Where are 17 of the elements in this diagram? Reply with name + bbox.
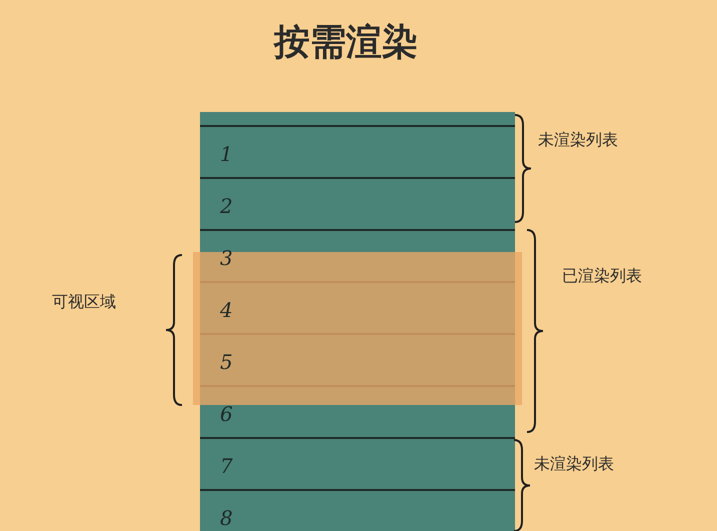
row-number: 3	[220, 245, 233, 272]
row-number: 7	[220, 453, 233, 480]
row-number: 4	[220, 297, 233, 324]
row-number: 6	[220, 401, 233, 428]
bracket-label: 已渲染列表	[562, 265, 642, 287]
list-row	[200, 489, 515, 531]
list-row	[200, 177, 515, 229]
list-row	[200, 437, 515, 489]
row-number: 5	[220, 349, 233, 376]
row-number: 1	[220, 141, 233, 168]
bracket-label: 未渲染列表	[534, 453, 614, 475]
title: 按需渲染	[274, 21, 418, 65]
list-row	[200, 125, 515, 177]
bracket-label: 可视区域	[52, 291, 116, 313]
bracket-label: 未渲染列表	[538, 129, 618, 151]
row-number: 2	[220, 193, 233, 220]
row-number: 8	[220, 505, 233, 531]
